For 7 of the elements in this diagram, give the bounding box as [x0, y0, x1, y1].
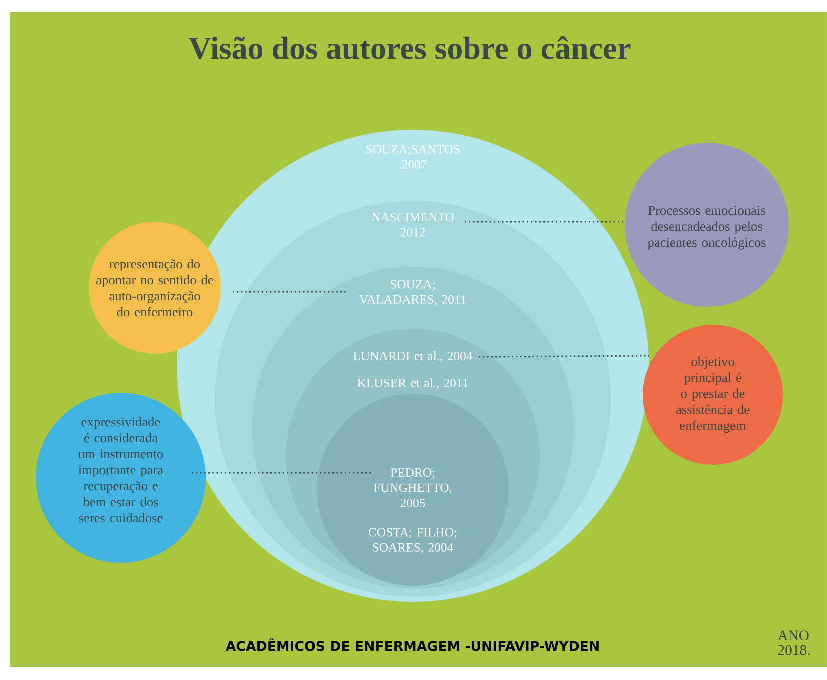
footer-text: ACADÊMICOS DE ENFERMAGEM -UNIFAVIP-WYDEN — [226, 638, 599, 652]
dotted-line — [233, 291, 348, 293]
dotted-line — [479, 355, 649, 358]
dotted-line — [465, 221, 625, 223]
year-text: ANO 2018. — [778, 630, 810, 656]
title: Visão dos autores sobre o câncer — [188, 36, 631, 60]
dotted-line — [192, 472, 373, 474]
